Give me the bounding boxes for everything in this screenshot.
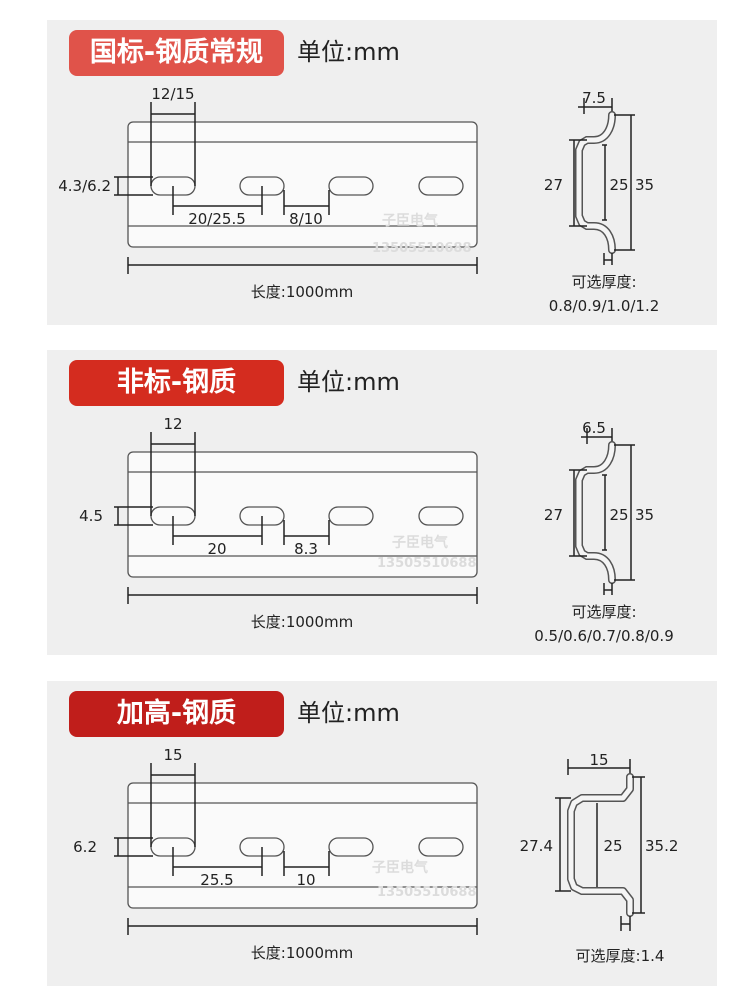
dim-pitch: 25.5 [200, 871, 233, 889]
dim-hole-width: 12/15 [151, 85, 194, 103]
watermark-name: 子臣电气 [372, 859, 428, 876]
rail-slot [328, 176, 374, 196]
dim-hole-height: 6.2 [73, 838, 97, 856]
rail-slot [418, 176, 464, 196]
thickness-label: 可选厚度: [571, 273, 636, 291]
dim-length: 长度:1000mm [251, 283, 353, 301]
section-title-badge: 加高-钢质 [69, 691, 284, 737]
section-title: 加高-钢质 [116, 698, 237, 729]
dim-length: 长度:1000mm [251, 944, 353, 962]
dim-profile-top-width: 6.5 [582, 419, 606, 437]
section-panel-standard: 国标-钢质常规 单位:mm 12/15 4.3/6.2 20/25.5 8/10 [47, 20, 717, 325]
watermark-phone: 13505510688 [372, 241, 472, 256]
dim-hole-width: 15 [163, 746, 182, 764]
rail-body [127, 121, 478, 248]
dim-hole-width: 12 [163, 415, 182, 433]
rail-drawing: 15 6.2 25.5 10 长度:1000mm 子臣电气 1350551068… [73, 746, 678, 965]
unit-label: 单位:mm [297, 368, 400, 396]
unit-label: 单位:mm [297, 699, 400, 727]
rail-slot [418, 837, 464, 857]
watermark-phone: 13505510688 [377, 885, 477, 900]
dim-profile-inner-height: 27.4 [520, 837, 553, 855]
dim-pitch: 20 [207, 540, 226, 558]
dim-gap: 8.3 [294, 540, 318, 558]
dim-gap: 10 [296, 871, 315, 889]
dim-hole-height: 4.3/6.2 [58, 177, 111, 195]
thickness-values: 0.8/0.9/1.0/1.2 [549, 297, 660, 315]
dim-profile-mid-height: 25 [609, 176, 628, 194]
section-panel-raised: 加高-钢质 单位:mm 15 6.2 25.5 10 长度:1000mm 子臣电… [47, 681, 717, 986]
dim-profile-top-width: 15 [589, 751, 608, 769]
dim-profile-inner-height: 27 [544, 176, 563, 194]
rail-body [127, 782, 478, 909]
thickness-values: 0.5/0.6/0.7/0.8/0.9 [534, 627, 674, 645]
section-title-badge: 国标-钢质常规 [69, 30, 284, 76]
dim-profile-top-width: 7.5 [582, 89, 606, 107]
section-panel-nonstandard: 非标-钢质 单位:mm 12 4.5 20 8.3 长度:1000mm 子臣电气… [47, 350, 717, 655]
watermark-name: 子臣电气 [392, 534, 448, 551]
unit-label: 单位:mm [297, 38, 400, 66]
rail-body [127, 451, 478, 578]
watermark-phone: 13505510688 [377, 556, 477, 571]
rail-drawing: 12 4.5 20 8.3 长度:1000mm 子臣电气 13505510688… [79, 415, 674, 645]
din-rail-profile-inner [576, 112, 615, 253]
dim-profile-total-height: 35 [635, 506, 654, 524]
rail-slot [418, 506, 464, 526]
section-title: 非标-钢质 [116, 367, 237, 398]
dim-hole-height: 4.5 [79, 507, 103, 525]
section-title-badge: 非标-钢质 [69, 360, 284, 406]
rail-slot [328, 506, 374, 526]
watermark-name: 子臣电气 [382, 212, 438, 229]
dim-profile-mid-height: 25 [603, 837, 622, 855]
dim-profile-total-height: 35.2 [645, 837, 678, 855]
rail-slot [328, 837, 374, 857]
dim-profile-total-height: 35 [635, 176, 654, 194]
section-title: 国标-钢质常规 [89, 37, 264, 68]
din-rail-profile-inner [568, 774, 633, 916]
dim-length: 长度:1000mm [251, 613, 353, 631]
din-rail-profile-inner [576, 442, 615, 583]
dim-gap: 8/10 [289, 210, 323, 228]
dim-profile-inner-height: 27 [544, 506, 563, 524]
thickness-label: 可选厚度: [571, 603, 636, 621]
thickness-label: 可选厚度:1.4 [576, 947, 665, 965]
dim-pitch: 20/25.5 [188, 210, 246, 228]
rail-drawing: 12/15 4.3/6.2 20/25.5 8/10 长度:1000mm 子臣电… [58, 85, 660, 315]
dim-profile-mid-height: 25 [609, 506, 628, 524]
